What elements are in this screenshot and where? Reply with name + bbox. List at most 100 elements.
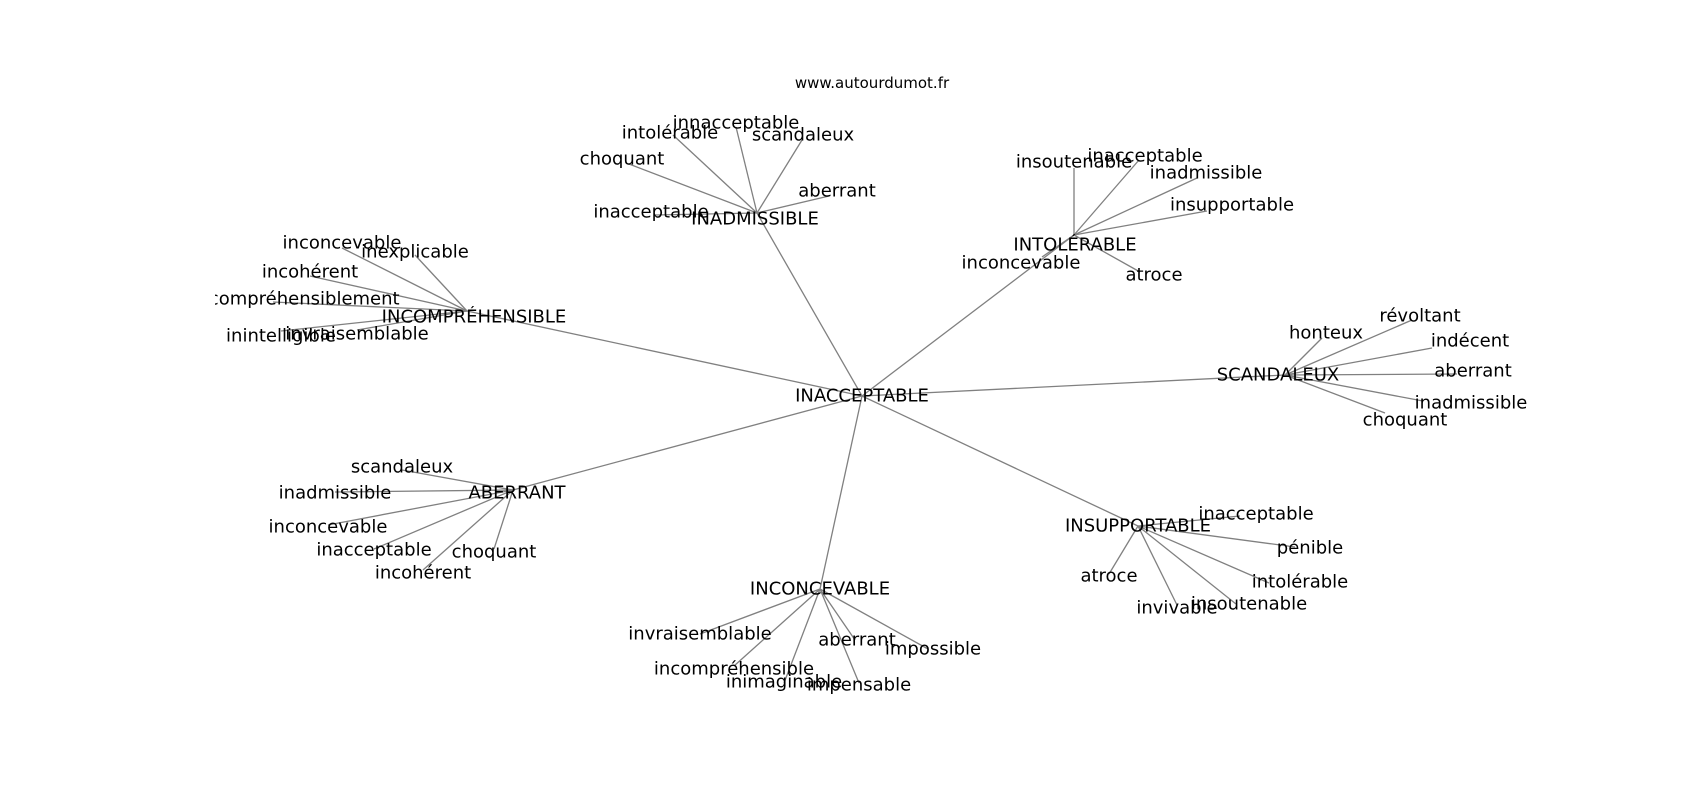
leaf-node-inconcevable-3: incompréhensible (654, 659, 814, 680)
leaf-node-intolerable-1: inacceptable (1087, 146, 1202, 167)
leaf-node-inadmissible-4: aberrant (798, 181, 876, 202)
hub-node-aberrant: ABERRANT (468, 483, 566, 504)
leaf-node-intolerable-5: atroce (1125, 265, 1182, 286)
edge-aberrant-2 (327, 489, 514, 526)
edge-inadmissible-5 (654, 212, 758, 216)
edge-insupportable-2 (1108, 525, 1139, 575)
edge-incomprehensible-0 (341, 247, 468, 312)
leaf-node-aberrant-2: inconcevable (269, 517, 388, 538)
leaf-node-inadmissible-0: innacceptable (673, 113, 800, 134)
hub-node-incomprehensible: INCOMPRÉHENSIBLE (382, 306, 567, 328)
edge-center-inconcevable (819, 395, 863, 590)
edge-center-inadmissible (756, 212, 863, 397)
graph-nodes: INACCEPTABLEINADMISSIBLEinnacceptableint… (215, 113, 1528, 696)
leaf-node-aberrant-3: inacceptable (316, 540, 431, 561)
leaf-node-inconcevable-2: impossible (885, 639, 981, 660)
hub-node-inadmissible: INADMISSIBLE (691, 209, 819, 230)
edge-inadmissible-2 (756, 139, 803, 214)
leaf-node-inconcevable-5: impensable (807, 675, 911, 696)
leaf-node-insupportable-4: insoutenable (1191, 594, 1307, 615)
leaf-node-insupportable-0: inacceptable (1198, 504, 1313, 525)
leaf-node-inconcevable-1: aberrant (818, 630, 896, 651)
edge-scandaleux-2 (1284, 347, 1433, 376)
edge-incomprehensible-3 (272, 301, 468, 312)
leaf-node-aberrant-0: scandaleux (351, 457, 454, 478)
edge-aberrant-0 (401, 469, 514, 491)
edge-intolerable-1 (1073, 159, 1140, 236)
leaf-node-insupportable-2: atroce (1080, 566, 1137, 587)
leaf-node-insupportable-3: intolérable (1252, 572, 1349, 593)
leaf-node-scandaleux-2: indécent (1431, 331, 1509, 352)
leaf-node-incomprehensible-1: inexplicable (361, 242, 469, 263)
leaf-node-aberrant-5: incohérent (375, 563, 471, 584)
edge-inconcevable-5 (819, 588, 860, 684)
edge-inadmissible-3 (628, 163, 758, 214)
edge-center-intolerable (861, 234, 1075, 397)
graph-edges (272, 126, 1458, 684)
edge-insupportable-1 (1137, 525, 1296, 548)
leaf-node-incomprehensible-4: inintelligible (226, 326, 336, 347)
edge-intolerable-5 (1073, 234, 1141, 273)
edge-aberrant-4 (493, 489, 514, 550)
edge-incomprehensible-2 (309, 275, 468, 312)
edge-center-aberrant (512, 395, 863, 491)
edge-inadmissible-4 (756, 195, 830, 214)
edge-scandaleux-0 (1284, 337, 1323, 376)
leaf-node-scandaleux-3: aberrant (1434, 361, 1512, 382)
leaf-node-scandaleux-1: révoltant (1379, 306, 1460, 327)
leaf-node-aberrant-4: choquant (452, 542, 537, 563)
edge-intolerable-3 (1073, 210, 1208, 236)
edge-aberrant-3 (373, 489, 514, 550)
leaf-node-intolerable-0: insoutenable (1016, 152, 1132, 173)
leaf-node-insupportable-1: pénible (1277, 538, 1343, 559)
leaf-node-inadmissible-3: choquant (580, 149, 665, 170)
leaf-node-scandaleux-0: honteux (1289, 323, 1363, 344)
edge-scandaleux-5 (1284, 374, 1386, 414)
leaf-node-inconcevable-4: inimaginable (726, 672, 842, 693)
leaf-node-aberrant-1: inadmissible (279, 483, 392, 504)
edge-intolerable-4 (1041, 234, 1075, 258)
leaf-node-inadmissible-2: scandaleux (752, 125, 855, 146)
edge-inconcevable-4 (783, 588, 821, 684)
edge-inadmissible-0 (735, 126, 758, 214)
leaf-node-intolerable-2: inadmissible (1150, 163, 1263, 184)
edge-insupportable-0 (1137, 515, 1241, 527)
leaf-node-incomprehensible-5: invraisemblable (285, 324, 428, 345)
edge-scandaleux-4 (1284, 374, 1424, 402)
edge-aberrant-1 (334, 489, 514, 493)
edge-inconcevable-2 (819, 588, 929, 650)
hub-node-intolerable: INTOLÉRABLE (1013, 234, 1136, 256)
source-label: www.autourdumot.fr (795, 74, 950, 92)
hub-node-inconcevable: INCONCEVABLE (750, 579, 890, 600)
leaf-node-incomprehensible-0: inconcevable (283, 233, 402, 254)
edge-insupportable-3 (1137, 525, 1270, 584)
edge-inconcevable-3 (733, 588, 821, 667)
edge-aberrant-5 (422, 489, 514, 571)
edge-insupportable-4 (1137, 525, 1237, 605)
edge-insupportable-5 (1137, 525, 1178, 606)
leaf-node-intolerable-3: insupportable (1170, 195, 1294, 216)
edge-incomprehensible-5 (356, 310, 468, 331)
edge-inadmissible-1 (672, 134, 758, 214)
leaf-node-incomprehensible-2: incohérent (262, 262, 358, 283)
edge-scandaleux-3 (1284, 373, 1458, 376)
leaf-node-intolerable-4: inconcevable (962, 253, 1081, 274)
edge-inconcevable-1 (819, 588, 856, 641)
edge-incomprehensible-4 (280, 310, 468, 332)
edge-intolerable-2 (1073, 177, 1198, 236)
center-node-label: INACCEPTABLE (795, 386, 929, 407)
leaf-node-scandaleux-4: inadmissible (1415, 393, 1528, 414)
edge-inconcevable-0 (699, 588, 821, 635)
edge-incomprehensible-1 (414, 254, 468, 312)
edge-center-incomprehensible (466, 310, 863, 397)
leaf-node-inadmissible-1: intolérable (622, 123, 719, 144)
edge-scandaleux-1 (1284, 319, 1413, 376)
edge-center-scandaleux (861, 374, 1286, 397)
leaf-node-insupportable-5: invivable (1136, 598, 1217, 619)
hub-node-scandaleux: SCANDALEUX (1217, 365, 1340, 386)
hub-node-insupportable: INSUPPORTABLE (1065, 516, 1211, 537)
leaf-node-scandaleux-5: choquant (1363, 410, 1448, 431)
leaf-node-inconcevable-0: invraisemblable (628, 624, 771, 645)
edge-center-insupportable (861, 395, 1139, 527)
